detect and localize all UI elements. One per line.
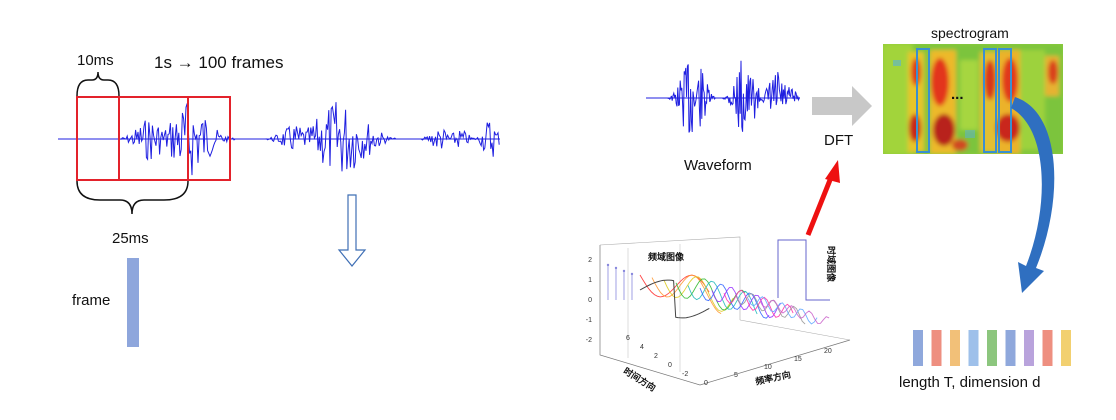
- y-tick-label: 0: [588, 297, 592, 304]
- spectrogram-frame-box-2: [983, 48, 997, 153]
- frame-vector-bar: [127, 258, 139, 347]
- sinusoid-component: [675, 278, 746, 311]
- time-tick-label: -2: [682, 371, 688, 378]
- output-vector: [913, 330, 923, 366]
- label-freq-image: 频域图像: [648, 252, 685, 262]
- output-vector-sequence: [913, 330, 1071, 366]
- brace-10ms: [76, 71, 120, 97]
- output-vector: [987, 330, 997, 366]
- y-tick-label: -2: [586, 337, 592, 344]
- waveform-small: [665, 60, 800, 133]
- sinusoid-component: [663, 276, 734, 312]
- frequency-stem-dot: [614, 266, 618, 270]
- frequency-stem-dot: [622, 269, 626, 273]
- sinusoid-component: [735, 293, 806, 325]
- sinusoid-component: [687, 280, 758, 315]
- label-waveform: Waveform: [684, 157, 752, 174]
- y-tick-label: 2: [588, 257, 592, 264]
- red-arrow-head-icon: [825, 160, 840, 183]
- output-vector: [968, 330, 979, 366]
- gray-arrow-icon: [812, 86, 872, 126]
- label-frame: frame: [72, 292, 111, 309]
- output-vector: [950, 330, 960, 366]
- output-vector: [1024, 330, 1034, 366]
- sinusoid-component: [759, 300, 830, 324]
- output-vector: [1042, 330, 1053, 366]
- output-vector: [1061, 330, 1071, 366]
- label-time-domain: 时域图像: [826, 246, 836, 283]
- label-ellipsis: ...: [951, 86, 964, 103]
- red-arrow-shaft: [805, 174, 835, 236]
- brace-25ms: [76, 180, 189, 215]
- freq-tick-label: 10: [764, 364, 772, 371]
- label-dft: DFT: [824, 132, 854, 149]
- label-spectrogram: spectrogram: [931, 25, 1009, 41]
- label-10ms: 10ms: [77, 52, 114, 69]
- freq-tick-label: 0: [704, 380, 708, 387]
- time-tick-label: 2: [654, 353, 658, 360]
- freq-tick-label: 20: [824, 348, 832, 355]
- down-arrow-icon: [337, 194, 367, 267]
- sinusoid-component: [651, 274, 722, 314]
- label-output-shape: length T, dimension d: [899, 374, 1041, 391]
- sinusoid-component: [711, 287, 782, 319]
- label-25ms: 25ms: [112, 230, 149, 247]
- spectrogram-image: [883, 44, 1063, 154]
- freq-tick-label: 15: [794, 356, 802, 363]
- plot-floor-edge: [739, 319, 851, 341]
- framing-diagram: [58, 71, 500, 347]
- label-frame-rate: 1s → 100 frames: [154, 53, 284, 72]
- time-tick-label: 0: [668, 362, 672, 369]
- y-tick-label: 1: [588, 277, 592, 284]
- freq-tick-label: 5: [734, 372, 738, 379]
- frequency-stem-dot: [630, 272, 634, 276]
- summed-waveform: [639, 279, 710, 319]
- spectrogram-frame-box-3: [998, 48, 1012, 153]
- frequency-stem-dot: [606, 263, 610, 267]
- frame-window-2: [118, 96, 231, 181]
- spectrogram-frame-box-1: [916, 48, 930, 153]
- plot-back-frame: [599, 236, 741, 320]
- blue-curved-arrow-icon: [1011, 97, 1055, 293]
- y-tick-label: -1: [586, 317, 592, 324]
- sinusoid-component: [639, 274, 710, 298]
- plot-axis-frame: [599, 245, 851, 386]
- time-domain-square-wave: [777, 239, 830, 301]
- time-tick-label: 4: [640, 344, 644, 351]
- output-vector: [931, 330, 942, 366]
- time-tick-label: 6: [626, 335, 630, 342]
- speech-waveform: [119, 102, 500, 176]
- output-vector: [1005, 330, 1016, 366]
